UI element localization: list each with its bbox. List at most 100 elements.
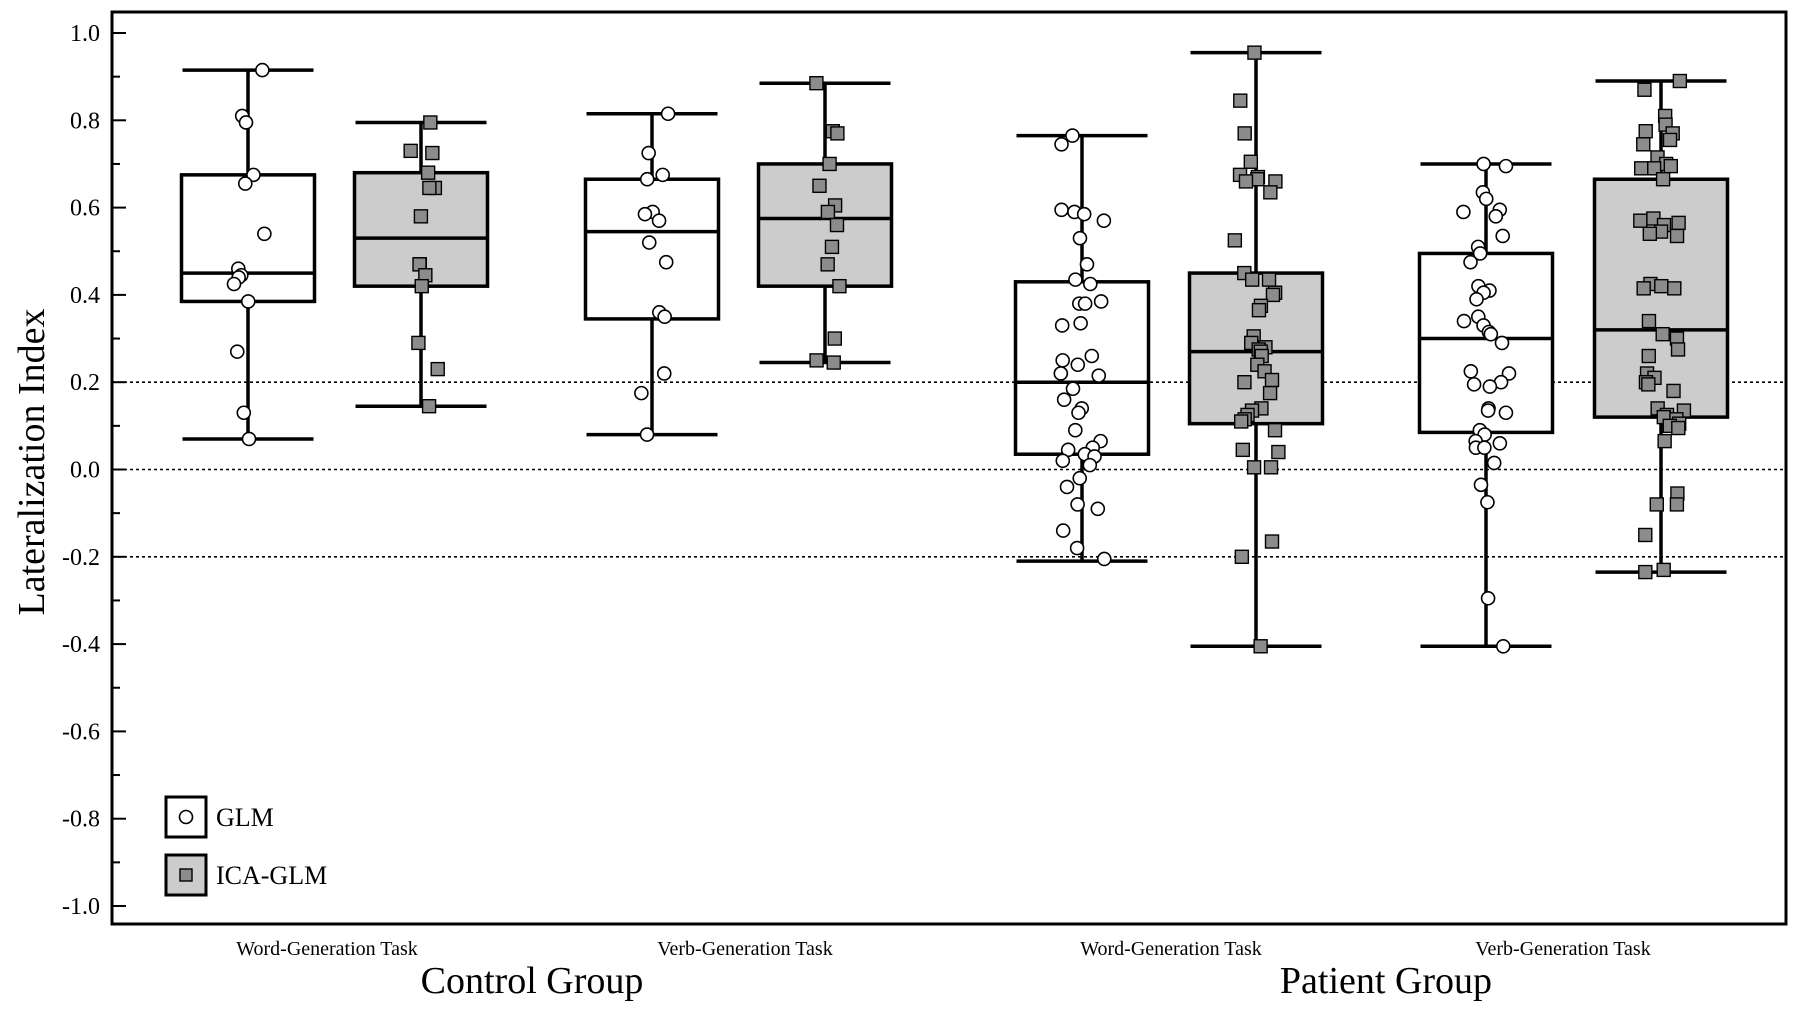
data-point-circle — [1082, 457, 1098, 473]
legend-label: ICA-GLM — [216, 861, 327, 890]
data-point-circle — [1065, 381, 1081, 397]
data-point-square — [422, 180, 437, 196]
data-point-square — [1262, 385, 1278, 401]
data-point-circle — [637, 206, 653, 222]
data-point-square — [413, 209, 429, 224]
data-point-circle — [240, 294, 256, 309]
y-tick-label: 0.0 — [70, 458, 100, 484]
data-point-square — [1642, 226, 1658, 241]
data-point-square — [423, 115, 438, 130]
data-point-circle — [641, 145, 656, 161]
data-point-square — [1666, 383, 1681, 399]
data-point-square — [832, 278, 847, 294]
data-point-square — [1234, 549, 1250, 564]
data-point-square — [1638, 124, 1653, 139]
data-point-circle — [1056, 392, 1072, 407]
data-point-square — [425, 145, 440, 161]
data-point-circle — [1054, 202, 1069, 218]
data-point-square — [1654, 278, 1669, 294]
data-point-square — [1271, 444, 1286, 460]
data-point-circle — [634, 385, 649, 401]
data-point-square — [1641, 348, 1656, 364]
data-point-circle — [1084, 348, 1100, 364]
data-point-square — [1234, 414, 1249, 429]
data-point-square — [1261, 272, 1277, 287]
data-point-circle — [1091, 368, 1107, 383]
data-point-square — [420, 165, 436, 180]
data-point-circle — [1059, 479, 1075, 495]
group-label: Control Group — [421, 960, 644, 1002]
data-point-circle — [1483, 326, 1499, 342]
data-point-circle — [1486, 455, 1502, 471]
data-point-circle — [656, 366, 672, 381]
data-point-square — [1641, 313, 1657, 329]
data-point-circle — [655, 167, 670, 183]
data-point-circle — [660, 106, 676, 122]
data-point-circle — [1079, 257, 1095, 272]
data-point-circle — [1090, 501, 1106, 517]
data-point-circle — [1466, 377, 1482, 392]
data-point-circle — [1498, 405, 1514, 421]
legend-marker-circle — [178, 809, 194, 825]
data-point-square — [812, 178, 827, 193]
data-point-circle — [1492, 436, 1508, 451]
data-point-square — [1669, 228, 1685, 244]
box-ica-glm — [352, 115, 490, 414]
data-point-circle — [1096, 213, 1112, 228]
data-point-square — [829, 217, 845, 233]
data-point-circle — [1053, 366, 1069, 381]
y-tick-label: -0.6 — [62, 719, 100, 745]
data-point-circle — [1456, 204, 1471, 220]
data-point-circle — [226, 276, 242, 292]
iqr-box — [179, 173, 317, 304]
data-point-circle — [241, 431, 257, 447]
data-point-circle — [257, 226, 272, 242]
data-point-circle — [1096, 551, 1112, 567]
data-point-circle — [1476, 156, 1491, 172]
data-point-circle — [1055, 453, 1071, 469]
data-point-circle — [1055, 523, 1071, 538]
data-point-circle — [641, 235, 657, 250]
data-point-circle — [658, 254, 674, 270]
data-point-circle — [1482, 379, 1498, 394]
data-point-square — [1633, 213, 1648, 228]
data-point-square — [1641, 377, 1656, 392]
data-point-square — [820, 257, 835, 272]
y-tick-label: 1.0 — [70, 21, 100, 47]
box-glm — [1417, 156, 1555, 654]
data-point-circle — [255, 62, 270, 78]
task-label: Word-Generation Task — [1080, 938, 1262, 960]
data-point-square — [809, 75, 824, 91]
data-point-square — [1244, 272, 1260, 287]
data-point-square — [1237, 375, 1252, 390]
data-point-circle — [1495, 228, 1511, 244]
data-point-circle — [1054, 137, 1069, 152]
y-tick-label: -0.8 — [62, 807, 100, 833]
data-point-square — [809, 353, 824, 368]
data-point-square — [1263, 185, 1278, 200]
data-point-square — [826, 355, 841, 370]
data-point-square — [1655, 326, 1670, 342]
y-tick-label: 0.8 — [70, 108, 100, 134]
task-label: Verb-Generation Task — [657, 938, 832, 960]
data-point-circle — [651, 213, 667, 228]
x-axis-labels: Word-Generation Task Verb-Generation Task… — [236, 938, 1650, 1002]
legend-marker-square — [179, 868, 193, 882]
data-point-square — [1637, 82, 1652, 97]
data-point-square — [824, 239, 840, 255]
data-point-square — [421, 399, 437, 414]
data-point-square — [1247, 45, 1262, 60]
data-point-circle — [1477, 440, 1492, 455]
data-point-circle — [1488, 209, 1504, 224]
data-point-square — [1656, 562, 1671, 578]
data-point-square — [1667, 281, 1682, 296]
data-point-circle — [1076, 206, 1092, 222]
data-point-square — [1238, 174, 1254, 189]
data-point-circle — [237, 176, 253, 191]
data-point-square — [1233, 93, 1248, 108]
data-point-circle — [1456, 313, 1472, 329]
box-ica-glm — [1592, 73, 1730, 580]
data-point-circle — [1068, 422, 1083, 438]
data-point-square — [1657, 433, 1672, 449]
